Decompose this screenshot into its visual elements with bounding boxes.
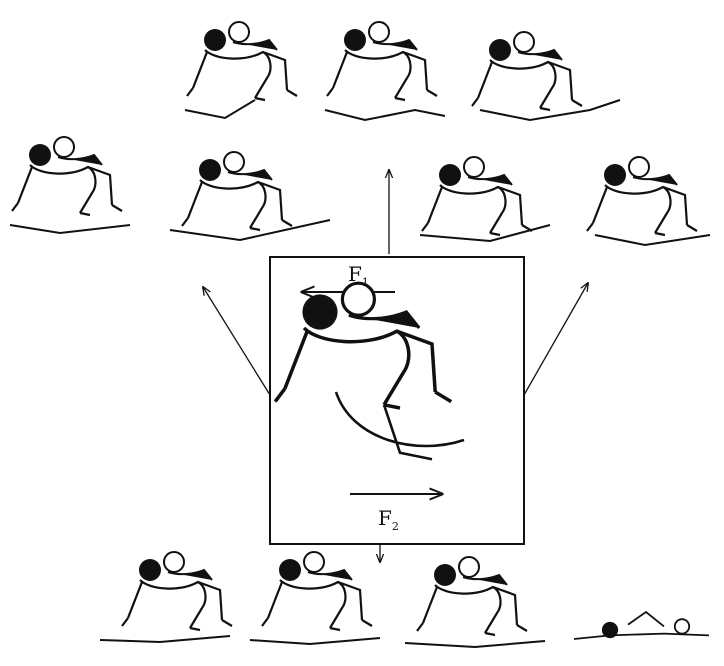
middle-right-figure-1 — [420, 157, 550, 241]
bottom-figure-3 — [405, 557, 545, 647]
bottom-figure-4 — [574, 612, 709, 639]
bottom-figure-1 — [100, 552, 232, 642]
arrow-up-right — [524, 283, 588, 395]
bottom-figure-2 — [250, 552, 380, 644]
middle-right-figure-2 — [587, 157, 710, 245]
top-figure-1 — [185, 22, 297, 118]
f1-label: F1 — [348, 262, 369, 289]
arrow-up-left — [203, 287, 270, 395]
middle-left-figure-2 — [170, 152, 330, 240]
top-figure-2 — [325, 22, 445, 120]
f2-label: F2 — [378, 506, 399, 533]
middle-left-figure-1 — [10, 137, 130, 233]
top-figure-3 — [472, 32, 620, 120]
